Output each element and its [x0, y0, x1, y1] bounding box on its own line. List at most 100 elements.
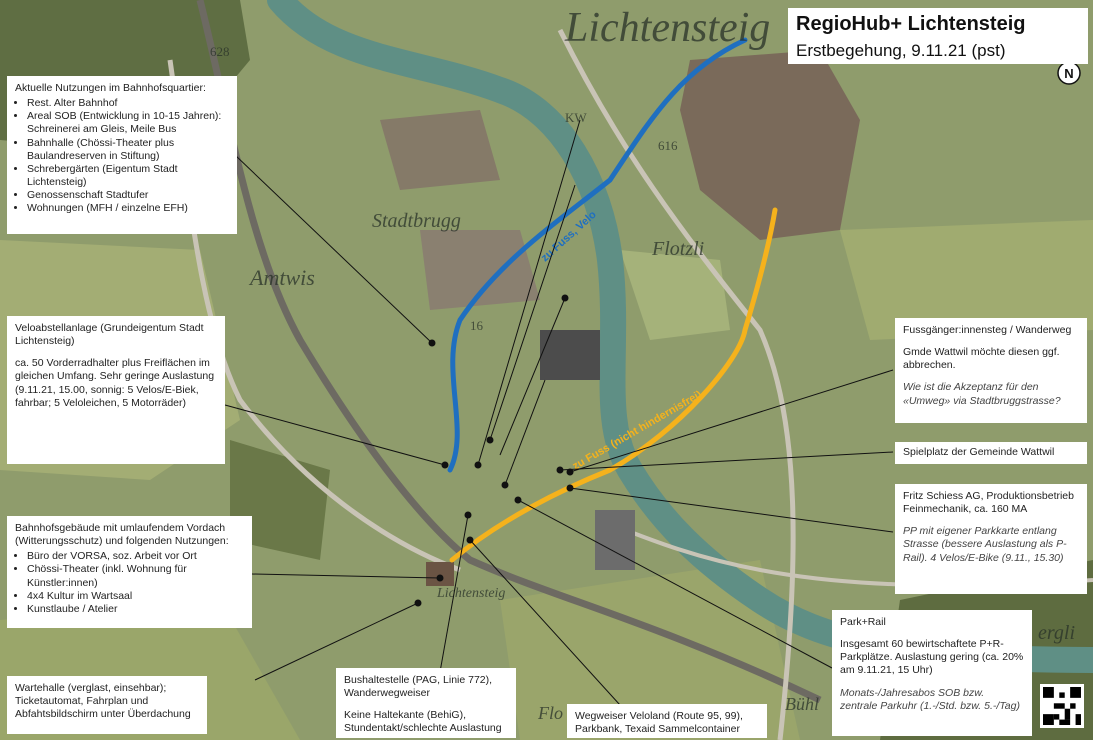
- bahnhof-heading: Bahnhofsgebäude mit umlaufendem Vordach …: [15, 522, 229, 548]
- leader-fritz: [569, 487, 894, 533]
- leader-dot: [566, 484, 574, 492]
- bahnhof-list: Büro der VORSA, soz. Arbeit vor Ort Chös…: [15, 550, 244, 616]
- stadtbrugg-buildings: [420, 230, 540, 310]
- leader-dot: [464, 511, 472, 519]
- velo-details: ca. 50 Vorderradhalter plus Freiflächen …: [15, 357, 215, 409]
- leader-nutzungen-1: [234, 154, 433, 344]
- leader-nutzungen-2: [477, 119, 581, 466]
- nutzungen-list: Rest. Alter Bahnhof Areal SOB (Entwicklu…: [15, 97, 229, 215]
- label-lichtensteig-station: Lichtensteig: [437, 586, 506, 601]
- leader-fuss: [569, 369, 894, 473]
- leader-nutzungen-3: [489, 184, 576, 441]
- old-town: [680, 50, 860, 240]
- railway: [196, 0, 822, 704]
- bahnhof-item: Büro der VORSA, soz. Arbeit vor Ort: [27, 550, 244, 563]
- leader-bahnhof: [251, 573, 441, 579]
- bahnhof-item: 4x4 Kultur im Wartsaal: [27, 590, 244, 603]
- leader-velo: [224, 404, 446, 466]
- schiess-building-north: [540, 330, 600, 380]
- leader-dot: [566, 468, 574, 476]
- label-bergli: ergli: [1038, 622, 1076, 644]
- fuss-note: Gmde Wattwil möchte diesen ggf. abbreche…: [903, 346, 1060, 372]
- callout-fussgaengersteg: Fussgänger:innensteg / Wanderweg Gmde Wa…: [895, 318, 1087, 423]
- velo-route: [447, 37, 748, 473]
- station-building: [426, 562, 454, 586]
- map-subtitle: Erstbegehung, 9.11.21 (pst): [796, 41, 1006, 60]
- leader-dot: [428, 339, 436, 347]
- qr-code-icon: [1040, 684, 1084, 728]
- callout-park-rail: Park+Rail Insgesamt 60 bewirtschaftete P…: [832, 610, 1032, 736]
- north-buildings: [380, 110, 500, 190]
- callout-nutzungen: Aktuelle Nutzungen im Bahnhofsquartier: …: [7, 76, 237, 234]
- callout-bahnhofsgebaeude: Bahnhofsgebäude mit umlaufendem Vordach …: [7, 516, 252, 628]
- label-buel: Bühl: [785, 694, 819, 714]
- label-flotzli: Flotzli: [652, 238, 705, 260]
- leader-park: [517, 499, 833, 669]
- leader-wegweiser: [469, 539, 621, 706]
- fuss-title: Fussgänger:innensteg / Wanderweg: [903, 324, 1072, 336]
- label-road-16: 16: [470, 318, 483, 333]
- leader-dot: [561, 294, 569, 302]
- leader-spielplatz: [559, 451, 894, 471]
- foot-route: [449, 207, 778, 563]
- nutzungen-item: Schrebergärten (Eigentum Stadt Lichtenst…: [27, 163, 229, 189]
- park-title: Park+Rail: [840, 616, 886, 628]
- label-kw: KW: [565, 110, 587, 125]
- label-lichtensteig-town: Lichtensteig: [565, 5, 771, 51]
- leader-dot: [436, 574, 444, 582]
- title-box: RegioHub+ Lichtensteig Erstbegehung, 9.1…: [788, 8, 1088, 64]
- north-arrow-label: N: [1064, 66, 1073, 81]
- leader-wartehalle: [254, 602, 419, 681]
- label-amtwis: Amtwis: [250, 265, 315, 290]
- park-details: Insgesamt 60 bewirtschaftete P+R-Parkplä…: [840, 638, 1024, 677]
- nutzungen-item: Rest. Alter Bahnhof: [27, 97, 229, 110]
- fritz-details: PP mit eigener Parkkarte entlang Strasse…: [903, 525, 1067, 564]
- callout-bushaltestelle: Bushaltestelle (PAG, Linie 772), Wanderw…: [336, 668, 516, 738]
- leader-dot: [514, 496, 522, 504]
- leader-nutzungen-5: [504, 379, 546, 486]
- fritz-title: Fritz Schiess AG, Produktionsbetrieb Fei…: [903, 490, 1074, 516]
- schiess-building-south: [595, 510, 635, 570]
- spielplatz-text: Spielplatz der Gemeinde Wattwil: [903, 446, 1055, 458]
- leader-dot: [556, 466, 564, 474]
- nutzungen-item: Wohnungen (MFH / einzelne EFH): [27, 202, 229, 215]
- field-south: [500, 560, 800, 740]
- label-flo: Flo: [538, 703, 563, 723]
- leader-dot: [466, 536, 474, 544]
- nutzungen-heading: Aktuelle Nutzungen im Bahnhofsquartier:: [15, 82, 206, 94]
- leader-dot: [474, 461, 482, 469]
- park-prices: Monats-/Jahresabos SOB bzw. zentrale Par…: [840, 686, 1020, 712]
- qr-code-graphic: [1043, 687, 1081, 725]
- river-thur: [267, 0, 1093, 673]
- leader-dot: [414, 599, 422, 607]
- sports-field: [620, 250, 730, 340]
- callout-lines: [224, 119, 894, 706]
- leader-dot: [501, 481, 509, 489]
- label-altitude-616: 616: [658, 138, 678, 153]
- nutzungen-item: Bahnhalle (Chössi-Theater plus Baulandre…: [27, 137, 229, 163]
- callout-veloabstellanlage: Veloabstellanlage (Grundeigentum Stadt L…: [7, 316, 225, 464]
- nutzungen-item: Areal SOB (Entwicklung in 10-15 Jahren):…: [27, 110, 229, 136]
- bus-details: Keine Haltekante (BehiG), Stundentakt/sc…: [344, 709, 502, 735]
- label-altitude-628: 628: [210, 44, 230, 59]
- callout-spielplatz: Spielplatz der Gemeinde Wattwil: [895, 442, 1087, 464]
- bahnhof-item: Kunstlaube / Atelier: [27, 603, 244, 616]
- leader-dot: [486, 436, 494, 444]
- label-stadtbrugg: Stadtbrugg: [372, 210, 461, 232]
- leader-bus: [439, 514, 469, 673]
- callout-wartehalle: Wartehalle (verglast, einsehbar); Ticket…: [7, 676, 207, 734]
- leader-dot: [441, 461, 449, 469]
- wartehalle-text: Wartehalle (verglast, einsehbar); Ticket…: [15, 682, 191, 721]
- bus-title: Bushaltestelle (PAG, Linie 772), Wanderw…: [344, 674, 493, 700]
- callout-fritz-schiess: Fritz Schiess AG, Produktionsbetrieb Fei…: [895, 484, 1087, 594]
- fuss-question: Wie ist die Akzeptanz für den «Umweg» vi…: [903, 381, 1061, 407]
- wegweiser-text: Wegweiser Veloland (Route 95, 99), Parkb…: [575, 710, 743, 736]
- map-title: RegioHub+ Lichtensteig: [796, 13, 1026, 35]
- field-east: [840, 220, 1093, 340]
- leader-nutzungen-4: [499, 297, 566, 456]
- road-east: [557, 28, 796, 740]
- nutzungen-item: Genossenschaft Stadtufer: [27, 189, 229, 202]
- bahnhof-item: Chössi-Theater (inkl. Wohnung für Künstl…: [27, 563, 244, 589]
- callout-wegweiser: Wegweiser Veloland (Route 95, 99), Parkb…: [567, 704, 767, 738]
- velo-title: Veloabstellanlage (Grundeigentum Stadt L…: [15, 322, 204, 348]
